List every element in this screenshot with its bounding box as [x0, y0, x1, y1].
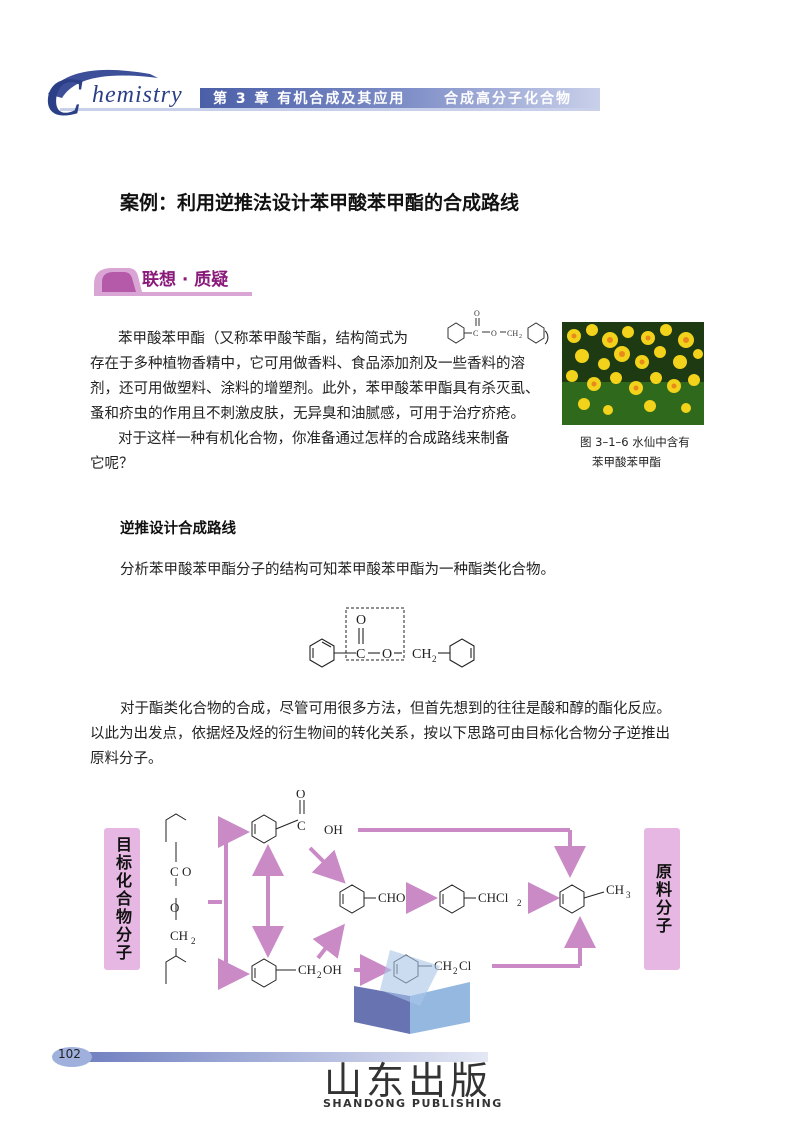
footer-band — [52, 1047, 488, 1067]
target-label: 目标化合物分子 — [113, 836, 132, 962]
svg-text:3: 3 — [626, 890, 631, 900]
section-tab — [94, 268, 252, 296]
publisher-logo — [354, 950, 470, 1034]
header-logo-letter: C — [46, 67, 83, 127]
intro-line-1: 苯甲酸苯甲酯（又称苯甲酸苄酯，结构简式为 — [118, 331, 408, 347]
publisher-name-en: SHANDONG PUBLISHING — [323, 1097, 503, 1110]
svg-text:2: 2 — [517, 898, 522, 908]
section-label: 联想 · 质疑 — [142, 270, 229, 290]
struct-ch2-sub: 2 — [432, 654, 437, 664]
svg-text:CH: CH — [606, 882, 624, 897]
intro-line-1-end: ） — [544, 331, 559, 347]
publisher-name: 山东出版 — [324, 1059, 493, 1103]
body-line-3: 原料分子。 — [90, 751, 163, 767]
header-band — [48, 69, 600, 111]
subheading: 逆推设计合成路线 — [120, 521, 236, 537]
svg-text:C: C — [170, 864, 179, 879]
analysis-text: 分析苯甲酸苯甲酯分子的结构可知苯甲酸苯甲酯为一种酯类化合物。 — [120, 562, 555, 578]
raw-box — [644, 828, 680, 970]
inline-ch2: CH — [507, 329, 518, 338]
svg-text:Cl: Cl — [459, 958, 472, 973]
struct-ch2: CH — [412, 647, 431, 662]
retrosynthesis-scheme: C O O CH 2 O C OH CHO — [104, 790, 680, 990]
svg-text:OH: OH — [324, 822, 343, 837]
svg-text:OH: OH — [323, 962, 342, 977]
figure-caption-1: 图 3–1–6 水仙中含有 — [580, 435, 690, 449]
header-section: 合成高分子化合物 — [444, 91, 572, 107]
svg-text:CHO: CHO — [378, 890, 405, 905]
inline-o: O — [474, 309, 480, 318]
svg-text:O: O — [182, 864, 191, 879]
struct-o-top: O — [356, 613, 366, 628]
struct-o: O — [382, 647, 392, 662]
svg-text:CH: CH — [170, 928, 188, 943]
intro-line-4: 蚤和疥虫的作用且不刺激皮肤，无异臭和油腻感，可用于治疗疥疮。 — [90, 406, 525, 422]
intro-line-2: 存在于多种植物香精中，它可用做香料、食品添加剂及一些香料的溶 — [90, 356, 525, 372]
figure-caption-2: 苯甲酸苯甲酯 — [592, 455, 661, 469]
daffodil-photo — [562, 322, 704, 425]
case-title: 案例：利用逆推法设计苯甲酸苯甲酯的合成路线 — [120, 192, 520, 214]
inline-c: C — [473, 329, 478, 338]
svg-text:2: 2 — [191, 936, 196, 946]
header-chapter: 第 3 章 有机合成及其应用 — [213, 91, 406, 107]
body-line-2: 以此为出发点，依据烃及烃的衍生物间的转化关系，按以下思路可由目标化合物分子逆推出 — [90, 726, 670, 742]
raw-label: 原料分子 — [653, 863, 672, 935]
svg-text:O: O — [296, 790, 305, 801]
intro-line-3: 剂，还可用做塑料、涂料的增塑剂。此外，苯甲酸苯甲酯具有杀灭虱、 — [90, 381, 540, 397]
svg-text:CH: CH — [298, 962, 316, 977]
svg-text:O: O — [170, 900, 179, 915]
benzyl-benzoate-structure: O C O CH 2 — [309, 607, 475, 668]
svg-text:CHCl: CHCl — [478, 890, 509, 905]
inline-structure: O C O CH 2 — [447, 309, 545, 344]
svg-text:2: 2 — [453, 966, 458, 976]
svg-text:CH: CH — [434, 958, 452, 973]
svg-text:2: 2 — [317, 970, 322, 980]
target-box — [104, 828, 140, 970]
inline-o2: O — [491, 329, 497, 338]
svg-text:C: C — [297, 818, 306, 833]
struct-c: C — [356, 647, 365, 662]
intro-line-5: 对于这样一种有机化合物，你准备通过怎样的合成路线来制备 — [118, 431, 510, 447]
inline-sub: 2 — [519, 334, 522, 340]
header-logo: hemistry — [92, 82, 183, 108]
body-line-1: 对于酯类化合物的合成，尽管可用很多方法，但首先想到的往往是酸和醇的酯化反应。 — [120, 701, 671, 717]
intro-line-6: 它呢？ — [90, 456, 134, 472]
page-number: 102 — [58, 1047, 81, 1061]
